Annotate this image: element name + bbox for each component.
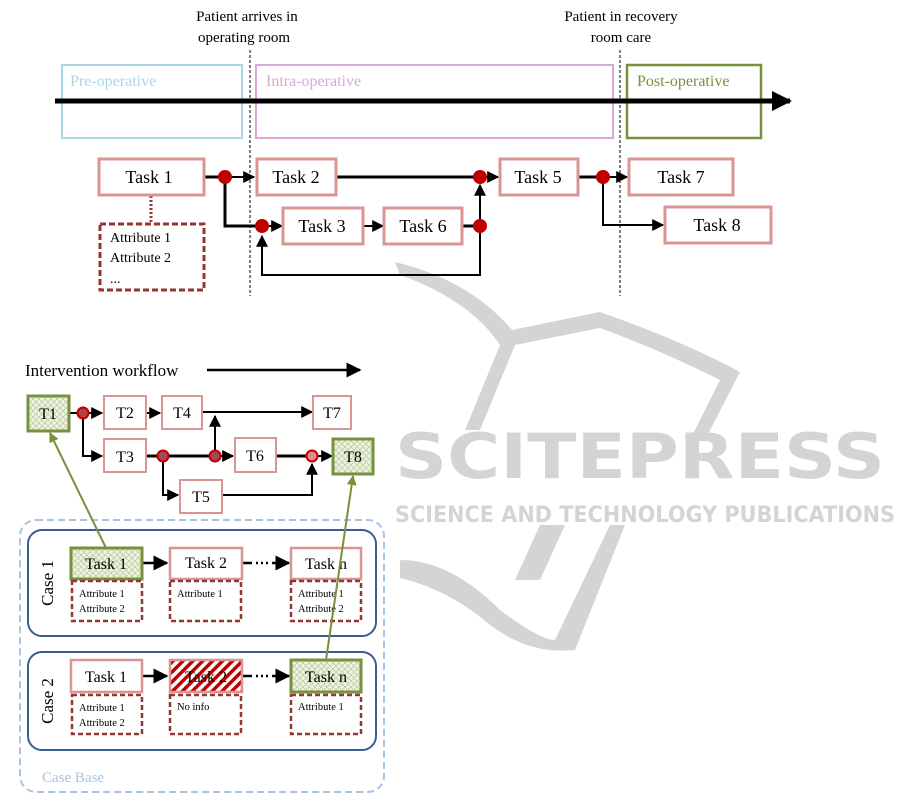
case-2-task-n-box: [289, 658, 363, 694]
task-1-label: Task 1: [125, 167, 172, 187]
task-8-box: [663, 205, 773, 245]
t2-label: T2: [116, 405, 134, 422]
task-8-label: Task 8: [693, 215, 740, 235]
task-6-label: Task 6: [399, 216, 446, 236]
match-link-t1: [49, 432, 107, 549]
attribute-label: Attribute 1: [79, 703, 125, 714]
case-1-task-2-attributes: [168, 579, 243, 623]
t7-box: [312, 395, 352, 430]
intervention-workflow: Intervention workflow: [25, 361, 375, 514]
timeline: Patient arrives in operating room Patien…: [55, 9, 792, 296]
task-6-box: [382, 206, 464, 246]
case-1-task-n-attributes: [289, 579, 363, 623]
task-7-label: Task 7: [657, 167, 704, 187]
attribute-label: No info: [177, 702, 209, 713]
task-2-box: [255, 157, 338, 197]
t2-box: [103, 395, 147, 430]
task-1-attributes-box: [98, 222, 206, 292]
case-1-task-n-label: Task n: [305, 556, 347, 573]
task-2-label: Task 2: [272, 167, 319, 187]
case-2-task-1-box: [69, 658, 144, 694]
case-1-container: [27, 529, 377, 637]
t6-box: [234, 437, 277, 473]
case-1-task-1-label: Task 1: [85, 556, 127, 573]
milestone-2-line2: room care: [591, 30, 652, 46]
attribute-label: Attribute 1: [110, 231, 171, 246]
milestone-2-line1: Patient in recovery: [564, 9, 678, 25]
attribute-label: Attribute 2: [79, 604, 125, 615]
t5-box: [179, 479, 223, 514]
task-7-box: [627, 157, 735, 197]
attribute-label: Attribute 1: [79, 589, 125, 600]
watermark: SCITEPRESS SCIENCE AND TECHNOLOGY PUBLIC…: [395, 262, 895, 651]
milestone-1-line2: operating room: [198, 30, 290, 46]
junction: [76, 406, 90, 420]
match-links: [49, 432, 357, 661]
junction: [208, 449, 222, 463]
t4-label: T4: [173, 405, 191, 422]
t3-label: T3: [116, 449, 134, 466]
case-2-task-1-label: Task 1: [85, 669, 127, 686]
junction: [218, 170, 232, 184]
task-3-label: Task 3: [298, 216, 345, 236]
milestone-1-line1: Patient arrives in: [196, 9, 298, 25]
case-1-name: Case 1: [38, 560, 57, 606]
t4-box: [161, 395, 203, 430]
attribute-label: Attribute 1: [298, 702, 344, 713]
case-1-task-1-attributes: [70, 579, 144, 623]
task-3-box: [281, 206, 365, 246]
case-2-task-1-attributes: [70, 693, 144, 736]
t3-box: [103, 438, 147, 473]
case-1-task-2-label: Task 2: [185, 555, 227, 572]
top-workflow: Task 1 Task 2 Task 3 Task 6 Task 5 Task …: [97, 157, 773, 292]
t1-box: [26, 394, 71, 433]
case-2-task-n-label: Task n: [305, 669, 347, 686]
attribute-label: Attribute 2: [110, 251, 171, 266]
task-5-label: Task 5: [514, 167, 561, 187]
phase-post-operative-label: Post-operative: [637, 73, 729, 90]
case-2-task-2-attributes: [168, 693, 243, 736]
attribute-label: Attribute 2: [298, 604, 344, 615]
t7-label: T7: [323, 405, 341, 422]
junction: [305, 449, 319, 463]
watermark-title: SCITEPRESS: [395, 420, 885, 493]
case-2-container: [27, 651, 377, 751]
junction: [255, 219, 269, 233]
case-base: Case Base Case 1 Case 2 Task 1 Task 2 Ta…: [19, 519, 385, 793]
t6-label: T6: [246, 448, 264, 465]
task-5-box: [498, 157, 580, 197]
case-2-task-2-box: [168, 658, 244, 694]
t8-box: [331, 437, 375, 476]
task-1-box: [97, 157, 206, 197]
case-2-name: Case 2: [38, 678, 57, 724]
junction: [473, 219, 487, 233]
case-1-task-1-box: [69, 546, 144, 581]
attribute-label: Attribute 1: [177, 589, 223, 600]
case-1-task-n-box: [289, 546, 363, 581]
watermark-subtitle: SCIENCE AND TECHNOLOGY PUBLICATIONS: [395, 503, 895, 528]
case-1-task-2-box: [168, 546, 244, 581]
case-2-task-2-label: Task 2: [185, 669, 227, 686]
attribute-ellipsis: ...: [110, 272, 121, 287]
case-base-container: [19, 519, 385, 793]
attribute-label: Attribute 1: [298, 589, 344, 600]
phase-pre-operative-label: Pre-operative: [70, 73, 156, 90]
case-base-label: Case Base: [42, 770, 104, 786]
t1-label: T1: [39, 406, 57, 423]
t8-label: T8: [344, 449, 362, 466]
junction: [596, 170, 610, 184]
match-link-t8: [325, 475, 357, 661]
junction: [156, 449, 170, 463]
junction: [473, 170, 487, 184]
case-2-task-n-attributes: [289, 693, 363, 736]
attribute-label: Attribute 2: [79, 718, 125, 729]
intervention-title: Intervention workflow: [25, 361, 179, 380]
t5-label: T5: [192, 489, 210, 506]
phase-intra-operative-label: Intra-operative: [266, 73, 361, 90]
